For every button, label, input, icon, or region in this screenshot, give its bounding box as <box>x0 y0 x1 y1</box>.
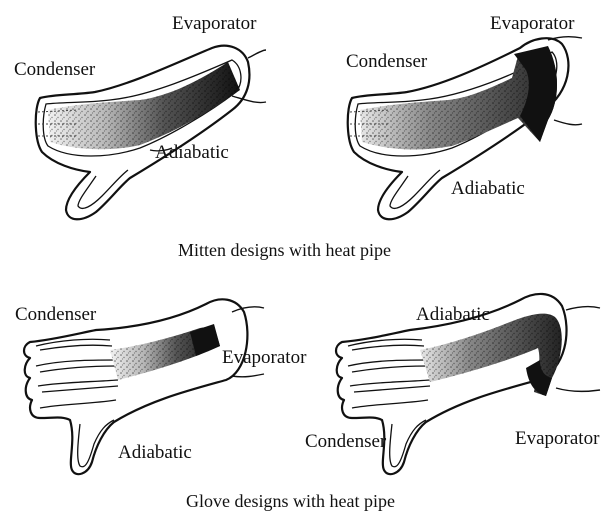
glove-caption: Glove designs with heat pipe <box>186 491 395 511</box>
glove-right-adiabatic-label: Adiabatic <box>416 304 490 325</box>
mitten-right-evaporator-label: Evaporator <box>490 13 575 34</box>
glove-left-adiabatic-label: Adiabatic <box>118 442 192 463</box>
glove-left-condenser-label: Condenser <box>15 304 97 325</box>
glove-right-evaporator-label: Evaporator <box>515 428 600 449</box>
mitten-right-adiabatic-label: Adiabatic <box>451 178 525 199</box>
mitten-left-evaporator-label: Evaporator <box>172 13 257 34</box>
mitten-left-condenser-label: Condenser <box>14 59 96 80</box>
mitten-caption: Mitten designs with heat pipe <box>178 240 391 260</box>
glove-left-evaporator-label: Evaporator <box>222 347 307 368</box>
mitten-left-adiabatic-label: Adiabatic <box>155 142 229 163</box>
glove-right-condenser-label: Condenser <box>305 431 387 452</box>
mitten-right-condenser-label: Condenser <box>346 51 428 72</box>
